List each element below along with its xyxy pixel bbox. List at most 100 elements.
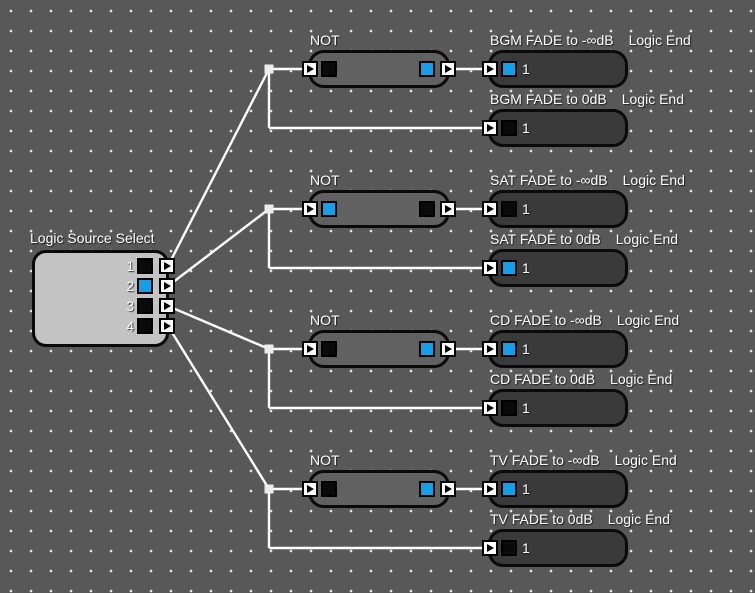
logic-end-label: Logic End <box>607 511 670 527</box>
fade-port-number: 1 <box>522 341 530 357</box>
fade-block-name: BGM FADE to 0dB <box>490 91 607 107</box>
fade-block-name: BGM FADE to -∞dB <box>490 32 614 48</box>
fade-zero-block-label: CD FADE to 0dB Logic End <box>490 372 672 387</box>
fade-block-name: CD FADE to 0dB <box>490 371 596 387</box>
cable[interactable] <box>166 325 271 490</box>
fade-zero-block-label: SAT FADE to 0dB Logic End <box>490 232 678 247</box>
fade-state-indicator <box>501 540 517 556</box>
wire-junction[interactable] <box>264 484 274 494</box>
wire-junction[interactable] <box>264 204 274 214</box>
logic-group-cd: NOT CD FADE to -∞dB Logic End 1 CD FADE … <box>0 313 755 470</box>
source-block-label: Logic Source Select <box>30 230 155 246</box>
not-output-port[interactable] <box>440 341 456 357</box>
fade-inf-block[interactable]: 1 <box>482 190 628 228</box>
fade-inf-block-label: CD FADE to -∞dB Logic End <box>490 313 679 328</box>
fade-block-name: TV FADE to 0dB <box>490 511 593 527</box>
fade-state-indicator <box>501 341 517 357</box>
output-number: 4 <box>126 318 134 334</box>
cable[interactable] <box>167 208 270 287</box>
fade-input-port[interactable] <box>482 201 498 217</box>
logic-end-label: Logic End <box>614 452 677 468</box>
fade-zero-block[interactable]: 1 <box>482 109 628 147</box>
not-input-indicator <box>321 61 337 77</box>
not-output-port[interactable] <box>440 201 456 217</box>
fade-state-indicator <box>501 61 517 77</box>
not-block-label: NOT <box>310 312 340 328</box>
not-block[interactable] <box>302 50 456 88</box>
not-input-indicator <box>321 201 337 217</box>
output-number: 1 <box>126 258 134 274</box>
fade-state-indicator <box>501 400 517 416</box>
not-block-label: NOT <box>310 32 340 48</box>
fade-state-indicator <box>501 260 517 276</box>
fade-inf-block[interactable]: 1 <box>482 470 628 508</box>
fade-inf-block[interactable]: 1 <box>482 50 628 88</box>
output-port[interactable] <box>159 258 175 274</box>
not-input-port[interactable] <box>302 61 318 77</box>
logic-end-label: Logic End <box>616 312 680 328</box>
not-block[interactable] <box>302 330 456 368</box>
logic-group-tv: NOT TV FADE to -∞dB Logic End 1 TV FADE … <box>0 453 755 593</box>
logic-end-label: Logic End <box>621 91 684 107</box>
not-block[interactable] <box>302 470 456 508</box>
fade-input-port[interactable] <box>482 341 498 357</box>
fade-zero-block[interactable]: 1 <box>482 389 628 427</box>
fade-input-port[interactable] <box>482 61 498 77</box>
fade-input-port[interactable] <box>482 540 498 556</box>
logic-end-label: Logic End <box>615 231 679 247</box>
fade-block-name: SAT FADE to -∞dB <box>490 172 608 188</box>
fade-inf-block-label: BGM FADE to -∞dB Logic End <box>490 33 691 48</box>
logic-end-label: Logic End <box>622 172 685 188</box>
fade-inf-block[interactable]: 1 <box>482 330 628 368</box>
wire-junction[interactable] <box>264 64 274 74</box>
output-number: 2 <box>126 278 134 294</box>
logic-source-select-block[interactable]: 1 2 3 4 <box>32 250 175 347</box>
not-output-indicator <box>419 481 435 497</box>
fade-zero-block-label: TV FADE to 0dB Logic End <box>490 512 670 527</box>
wire-junction[interactable] <box>264 344 274 354</box>
source-output-row: 3 <box>35 296 175 316</box>
not-block[interactable] <box>302 190 456 228</box>
not-block-label: NOT <box>310 172 340 188</box>
fade-block-name: TV FADE to -∞dB <box>490 452 600 468</box>
not-output-port[interactable] <box>440 61 456 77</box>
not-input-port[interactable] <box>302 341 318 357</box>
source-output-row: 4 <box>35 316 175 336</box>
fade-inf-block-label: SAT FADE to -∞dB Logic End <box>490 173 685 188</box>
output-state-indicator <box>137 278 153 294</box>
not-block-label: NOT <box>310 452 340 468</box>
not-output-port[interactable] <box>440 481 456 497</box>
fade-input-port[interactable] <box>482 120 498 136</box>
fade-inf-block-label: TV FADE to -∞dB Logic End <box>490 453 677 468</box>
fade-port-number: 1 <box>522 400 530 416</box>
not-input-indicator <box>321 341 337 357</box>
output-port[interactable] <box>159 298 175 314</box>
fade-input-port[interactable] <box>482 400 498 416</box>
output-state-indicator <box>137 298 153 314</box>
output-port[interactable] <box>159 318 175 334</box>
not-input-port[interactable] <box>302 201 318 217</box>
output-port[interactable] <box>159 278 175 294</box>
not-input-port[interactable] <box>302 481 318 497</box>
fade-input-port[interactable] <box>482 481 498 497</box>
fade-zero-block[interactable]: 1 <box>482 529 628 567</box>
fade-input-port[interactable] <box>482 260 498 276</box>
output-state-indicator <box>137 318 153 334</box>
fade-block-name: SAT FADE to 0dB <box>490 231 601 247</box>
fade-zero-block[interactable]: 1 <box>482 249 628 287</box>
not-output-indicator <box>419 201 435 217</box>
cable[interactable] <box>167 304 270 351</box>
not-input-indicator <box>321 481 337 497</box>
fade-state-indicator <box>501 201 517 217</box>
source-output-row: 1 <box>35 256 175 276</box>
fade-state-indicator <box>501 120 517 136</box>
fade-port-number: 1 <box>522 201 530 217</box>
fade-port-number: 1 <box>522 260 530 276</box>
fade-zero-block-label: BGM FADE to 0dB Logic End <box>490 92 684 107</box>
fade-port-number: 1 <box>522 120 530 136</box>
logic-group-bgm: NOT BGM FADE to -∞dB Logic End 1 BGM FAD… <box>0 33 755 190</box>
cable[interactable] <box>166 68 271 267</box>
fade-state-indicator <box>501 481 517 497</box>
logic-end-label: Logic End <box>628 32 691 48</box>
